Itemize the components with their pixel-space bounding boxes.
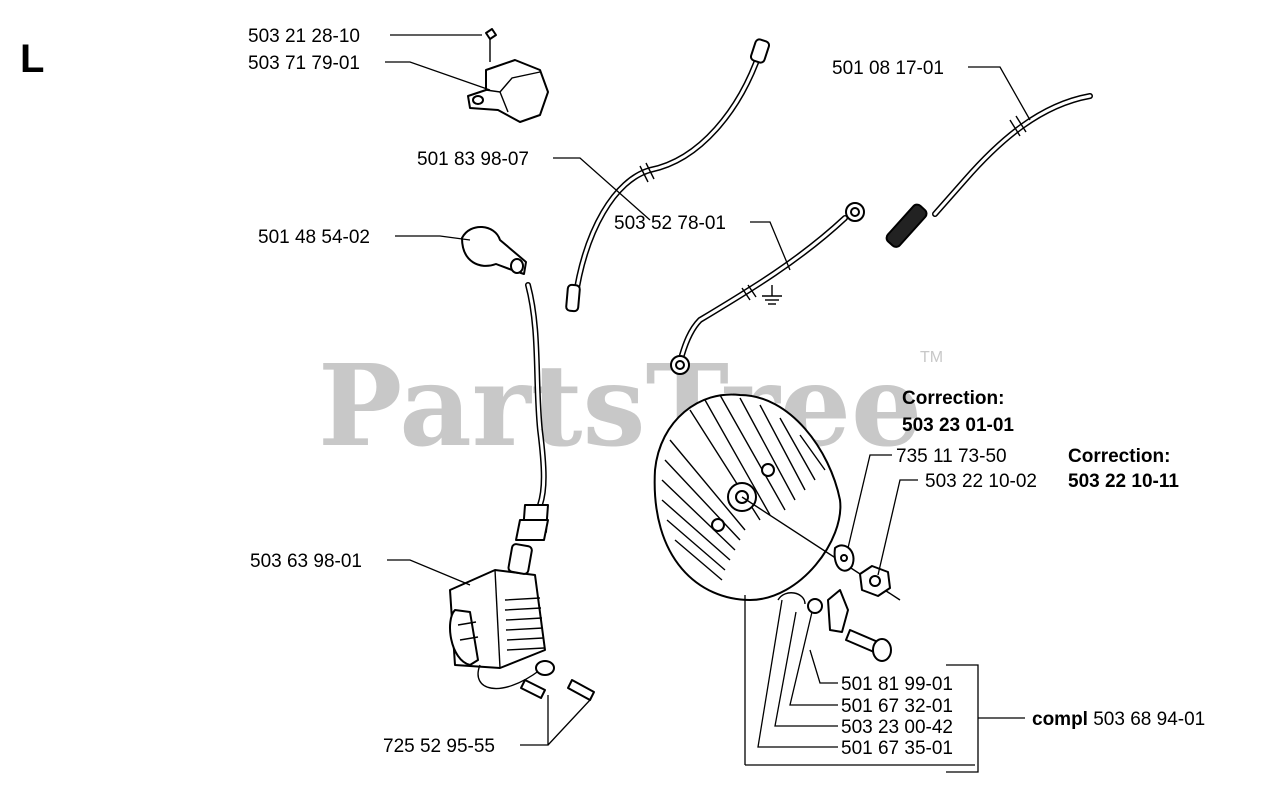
part-label-plug-cap: 501 48 54-02 [258, 227, 370, 248]
ground-wire-drawing [670, 202, 865, 375]
part-label-short-wire: 501 83 98-07 [417, 149, 529, 170]
part-label-switch-bracket: 503 71 79-01 [248, 53, 360, 74]
throttle-wire-drawing [885, 93, 1093, 248]
part-label-kit-4: 501 67 35-01 [841, 738, 953, 759]
short-wire-drawing [565, 38, 771, 313]
part-label-screw-top: 503 21 28-10 [248, 26, 360, 47]
correction-2-heading: Correction: [1068, 446, 1170, 467]
flywheel-drawing [653, 393, 901, 662]
assembly-number: 503 68 94-01 [1093, 709, 1205, 730]
correction-2-number: 503 22 10-11 [1068, 471, 1179, 492]
switch-bracket-drawing [467, 28, 549, 123]
assembly-label: compl 503 68 94-01 [1032, 709, 1205, 730]
watermark: PartsTree TM [318, 341, 943, 472]
correction-1-heading: Correction: [902, 388, 1004, 409]
part-label-coil-screws: 725 52 95-55 [383, 736, 495, 757]
correction-1-number: 503 23 01-01 [902, 415, 1014, 436]
section-letter: L [20, 37, 44, 81]
part-label-coil: 503 63 98-01 [250, 551, 362, 572]
part-label-nut: 503 22 10-02 [925, 471, 1037, 492]
plug-cap-drawing [461, 226, 549, 541]
assembly-prefix: compl [1032, 709, 1088, 730]
part-label-ground-wire: 503 52 78-01 [614, 213, 726, 234]
ignition-coil-drawing [449, 543, 595, 701]
part-label-washer: 735 11 73-50 [896, 446, 1007, 467]
part-label-kit-2: 501 67 32-01 [841, 696, 953, 717]
part-label-throttle-wire: 501 08 17-01 [832, 58, 944, 79]
watermark-trademark: TM [920, 349, 943, 366]
part-label-kit-3: 503 23 00-42 [841, 717, 953, 738]
watermark-text: PartsTree [318, 341, 922, 472]
leader-lines [385, 34, 1031, 773]
part-label-kit-1: 501 81 99-01 [841, 674, 953, 695]
